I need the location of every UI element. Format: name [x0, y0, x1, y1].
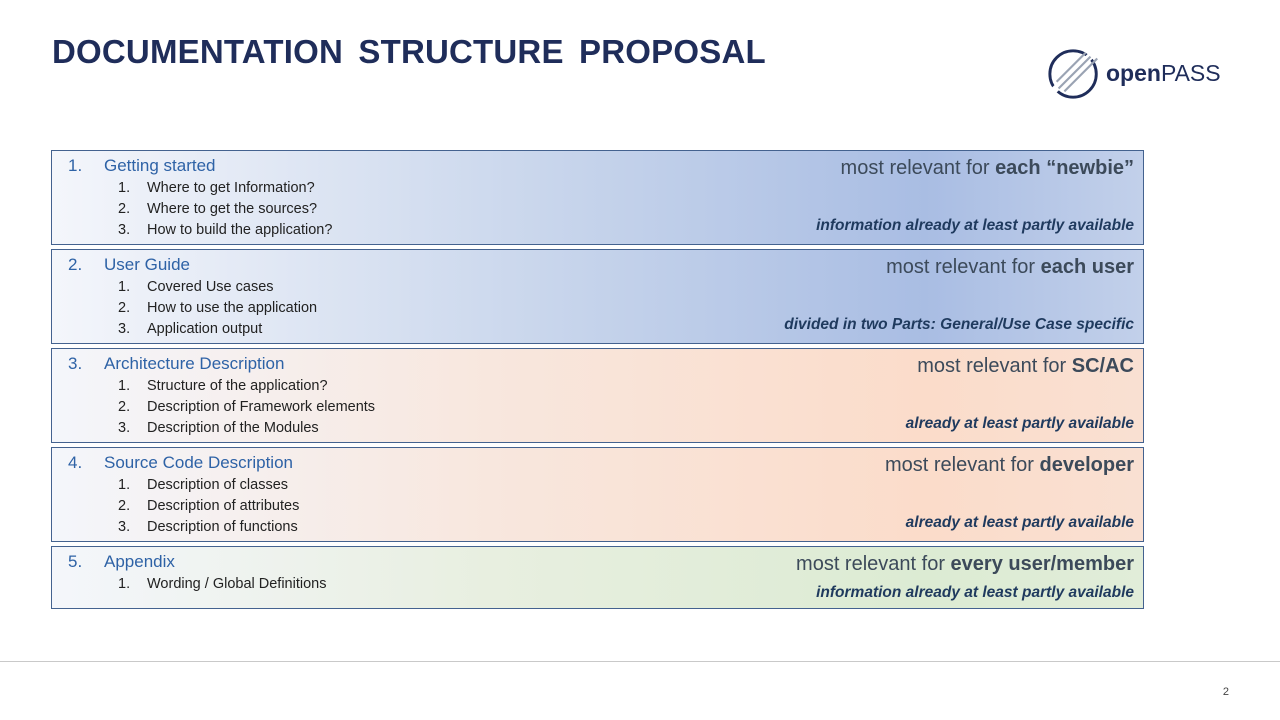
- section-heading: 5. Appendix: [68, 552, 175, 572]
- list-item: 2.Where to get the sources?: [118, 201, 318, 217]
- section-appendix: 5. Appendix 1.Wording / Global Definition…: [51, 546, 1144, 609]
- section-heading: 4. Source Code Description: [68, 453, 293, 473]
- section-title: Appendix: [104, 552, 175, 571]
- relevance-target: each “newbie”: [995, 157, 1134, 179]
- availability-note: already at least partly available: [905, 415, 1134, 432]
- section-getting-started: 1. Getting started 1.Where to get Informa…: [51, 150, 1144, 245]
- list-item: 1.Where to get Information?: [118, 180, 315, 196]
- availability-note: already at least partly available: [905, 514, 1134, 531]
- list-item: 2.Description of Framework elements: [118, 399, 376, 415]
- logo-text-regular: PASS: [1160, 59, 1221, 86]
- section-user-guide: 2. User Guide 1.Covered Use cases 2.How t…: [51, 249, 1144, 344]
- page-number: 2: [1222, 686, 1229, 698]
- openpass-logo-icon: [1048, 45, 1102, 99]
- openpass-logo: openPASS: [1046, 42, 1221, 104]
- list-item: 1.Structure of the application?: [118, 378, 328, 394]
- section-number: 5.: [68, 552, 83, 571]
- section-heading: 1. Getting started: [68, 156, 216, 176]
- list-item: 1.Description of classes: [118, 477, 289, 493]
- relevance-label: most relevant for SC/AC: [917, 355, 1134, 377]
- list-item: 3.Description of the Modules: [118, 420, 319, 436]
- section-heading: 2. User Guide: [68, 255, 190, 275]
- section-number: 1.: [68, 156, 83, 175]
- section-number: 3.: [68, 354, 83, 373]
- availability-note: information already at least partly avai…: [816, 217, 1134, 234]
- subsection-list: 1.Description of classes 2.Description o…: [118, 476, 299, 539]
- relevance-label: most relevant for each user: [886, 256, 1134, 278]
- footer-divider: [0, 661, 1280, 662]
- subsection-list: 1.Where to get Information? 2.Where to g…: [118, 179, 332, 242]
- relevance-target: every user/member: [950, 553, 1134, 575]
- subsection-list: 1.Structure of the application? 2.Descri…: [118, 377, 375, 440]
- section-number: 2.: [68, 255, 83, 274]
- section-architecture-description: 3. Architecture Description 1.Structure o…: [51, 348, 1144, 443]
- section-title: Source Code Description: [104, 453, 293, 472]
- relevance-target: SC/AC: [1071, 355, 1134, 377]
- list-item: 3.Application output: [118, 321, 263, 337]
- logo-wordmark: openPASS: [1106, 60, 1221, 87]
- slide-title: DOCUMENTATION STRUCTURE PROPOSAL: [52, 33, 766, 70]
- relevance-target: each user: [1040, 256, 1134, 278]
- list-item: 2.How to use the application: [118, 300, 318, 316]
- availability-note: divided in two Parts: General/Use Case s…: [784, 316, 1134, 333]
- relevance-label: most relevant for each “newbie”: [840, 157, 1134, 179]
- relevance-target: developer: [1039, 454, 1134, 476]
- list-item: 1.Covered Use cases: [118, 279, 274, 295]
- section-source-code-description: 4. Source Code Description 1.Description …: [51, 447, 1144, 542]
- relevance-label: most relevant for developer: [885, 454, 1134, 476]
- logo-text-bold: open: [1106, 59, 1161, 86]
- section-title: Architecture Description: [104, 354, 285, 373]
- list-item: 1.Wording / Global Definitions: [118, 576, 327, 592]
- subsection-list: 1.Covered Use cases 2.How to use the app…: [118, 278, 317, 341]
- list-item: 3.Description of functions: [118, 519, 298, 535]
- section-title: Getting started: [104, 156, 216, 175]
- section-title: User Guide: [104, 255, 190, 274]
- subsection-list: 1.Wording / Global Definitions: [118, 575, 326, 596]
- list-item: 3.How to build the application?: [118, 222, 333, 238]
- list-item: 2.Description of attributes: [118, 498, 300, 514]
- availability-note: information already at least partly avai…: [816, 584, 1134, 601]
- relevance-label: most relevant for every user/member: [796, 553, 1134, 575]
- section-heading: 3. Architecture Description: [68, 354, 284, 374]
- section-number: 4.: [68, 453, 83, 472]
